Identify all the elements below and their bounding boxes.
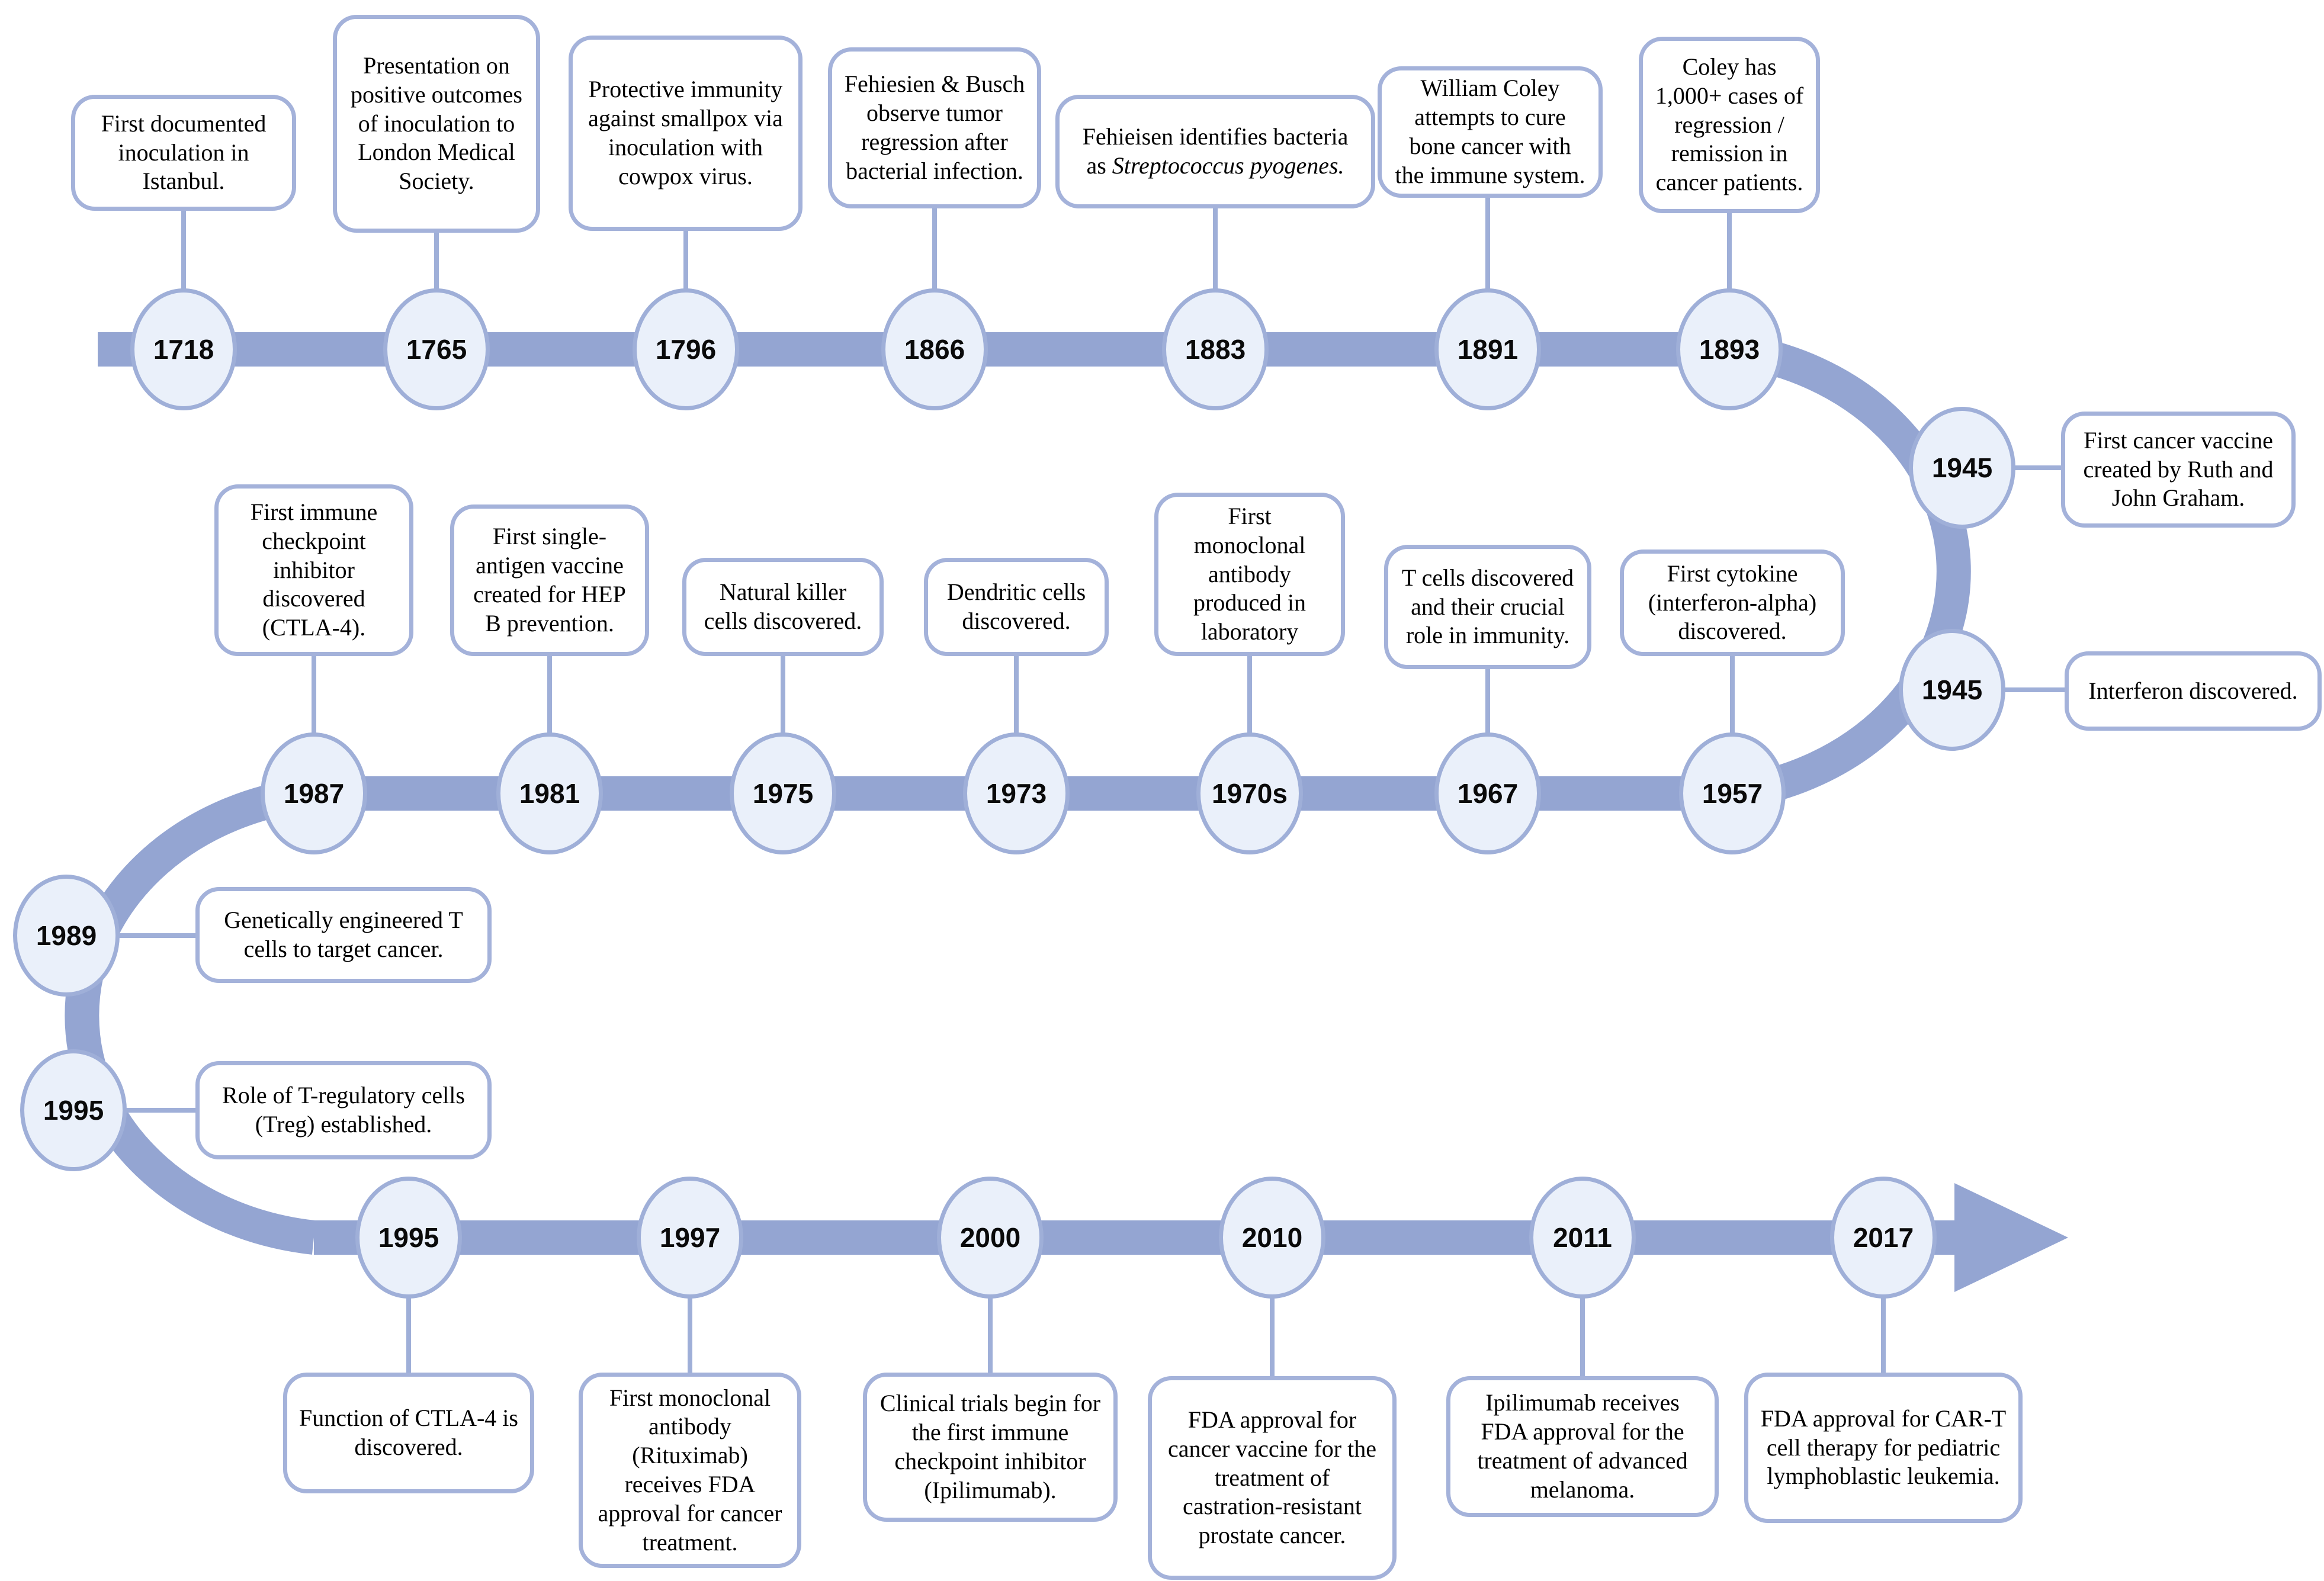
year-node-2011: 2011 [1529, 1177, 1636, 1299]
event-text-1893: Coley has 1,000+ cases of regression / r… [1655, 53, 1804, 196]
event-box-1796: Protective immunity against smallpox via… [569, 36, 803, 231]
event-box-2000: Clinical trials begin for the first immu… [863, 1373, 1118, 1522]
band-left-curve [65, 776, 316, 1255]
event-text-1957: First cytokine (interferon-alpha) discov… [1648, 560, 1817, 645]
year-node-1970s: 1970s [1196, 732, 1303, 854]
event-box-1973: Dendritic cells discovered. [924, 558, 1109, 656]
event-box-1891: William Coley attempts to cure bone canc… [1378, 66, 1603, 198]
year-node-2010: 2010 [1219, 1177, 1325, 1299]
event-box-1987: First immune checkpoint inhibitor discov… [214, 484, 413, 656]
event-box-1981: First single-antigen vaccine created for… [450, 504, 649, 656]
year-node-1975: 1975 [730, 732, 836, 854]
event-box-1945-interferon: Interferon discovered. [2065, 651, 2322, 731]
event-text-1987: First immune checkpoint inhibitor discov… [250, 499, 378, 641]
event-text-1945-interferon: Interferon discovered. [2088, 677, 2298, 704]
year-node-1796: 1796 [633, 288, 739, 410]
event-box-1995-treg: Role of T-regulatory cells (Treg) establ… [195, 1061, 492, 1159]
event-box-1970s: First monoclonal antibody produced in la… [1154, 493, 1345, 656]
event-box-1995: Function of CTLA-4 is discovered. [283, 1373, 534, 1493]
year-node-1973: 1973 [963, 732, 1070, 854]
year-node-2017: 2017 [1830, 1177, 1937, 1299]
year-node-1893: 1893 [1676, 288, 1783, 410]
year-node-2000: 2000 [937, 1177, 1044, 1299]
event-text-2010: FDA approval for cancer vaccine for the … [1168, 1406, 1376, 1549]
event-text-1995-treg: Role of T-regulatory cells (Treg) establ… [222, 1082, 465, 1137]
year-node-1866: 1866 [881, 288, 988, 410]
year-node-1718: 1718 [130, 288, 237, 410]
event-text-2000: Clinical trials begin for the first immu… [879, 1390, 1101, 1503]
event-text-2017: FDA approval for CAR-T cell therapy for … [1760, 1405, 2007, 1490]
event-text-1891: William Coley attempts to cure bone canc… [1395, 75, 1585, 188]
event-text-1765: Presentation on positive outcomes of ino… [351, 52, 522, 195]
event-text-1883-normal: Fehieisen identifies bacteria as [1082, 123, 1349, 179]
event-text-1883: Fehieisen identifies bacteria as Strepto… [1070, 123, 1360, 181]
year-node-1945-b: 1945 [1899, 629, 2005, 751]
event-text-2011: Ipilimumab receives FDA approval for the… [1477, 1389, 1688, 1503]
connector-lines [117, 198, 2067, 1378]
event-text-1945-vaccine: First cancer vaccine created by Ruth and… [2083, 426, 2274, 512]
band-bottom-bar [314, 1220, 1960, 1255]
event-box-1997: First monoclonal antibody (Rituximab) re… [579, 1373, 801, 1568]
event-box-1945-vaccine: First cancer vaccine created by Ruth and… [2061, 412, 2296, 528]
arrow-head-icon [1954, 1183, 2068, 1292]
event-text-1989: Genetically engineered T cells to target… [224, 907, 463, 962]
year-node-1981: 1981 [496, 732, 603, 854]
year-node-1765: 1765 [383, 288, 490, 410]
year-node-1997: 1997 [637, 1177, 743, 1299]
event-text-1883-italic: Streptococcus pyogenes. [1112, 152, 1344, 179]
event-text-1981: First single-antigen vaccine created for… [473, 523, 626, 637]
event-box-1989: Genetically engineered T cells to target… [195, 887, 492, 983]
year-node-1989: 1989 [13, 875, 120, 997]
year-node-1891: 1891 [1434, 288, 1541, 410]
event-text-1997: First monoclonal antibody (Rituximab) re… [598, 1384, 782, 1556]
year-node-1995: 1995 [355, 1177, 462, 1299]
event-box-1718: First documented inoculation in Istanbul… [71, 95, 296, 211]
event-text-1970s: First monoclonal antibody produced in la… [1193, 503, 1306, 645]
year-node-1945-a: 1945 [1909, 407, 2015, 529]
event-text-1718: First documented inoculation in Istanbul… [101, 110, 267, 195]
event-text-1973: Dendritic cells discovered. [946, 579, 1086, 634]
year-node-1883: 1883 [1162, 288, 1269, 410]
event-box-2011: Ipilimumab receives FDA approval for the… [1446, 1376, 1719, 1517]
event-text-1995: Function of CTLA-4 is discovered. [299, 1405, 518, 1460]
event-box-2010: FDA approval for cancer vaccine for the … [1148, 1376, 1397, 1580]
event-box-1866: Fehiesien & Busch observe tumor regressi… [828, 47, 1041, 208]
event-box-1957: First cytokine (interferon-alpha) discov… [1620, 550, 1845, 656]
year-node-1957: 1957 [1679, 732, 1786, 854]
event-box-2017: FDA approval for CAR-T cell therapy for … [1744, 1373, 2023, 1523]
band-right-curve [1727, 332, 1971, 811]
event-text-1866: Fehiesien & Busch observe tumor regressi… [844, 70, 1025, 184]
event-box-1883: Fehieisen identifies bacteria as Strepto… [1055, 95, 1375, 208]
event-box-1893: Coley has 1,000+ cases of regression / r… [1639, 37, 1820, 213]
event-text-1796: Protective immunity against smallpox via… [588, 76, 783, 189]
event-box-1765: Presentation on positive outcomes of ino… [333, 15, 540, 233]
event-box-1975: Natural killer cells discovered. [682, 558, 884, 656]
year-node-1987: 1987 [261, 732, 367, 854]
year-node-1967: 1967 [1434, 732, 1541, 854]
year-node-1995-left: 1995 [20, 1049, 127, 1171]
event-text-1967: T cells discovered and their crucial rol… [1401, 564, 1574, 649]
event-text-1975: Natural killer cells discovered. [704, 579, 862, 634]
event-box-1967: T cells discovered and their crucial rol… [1384, 545, 1591, 669]
